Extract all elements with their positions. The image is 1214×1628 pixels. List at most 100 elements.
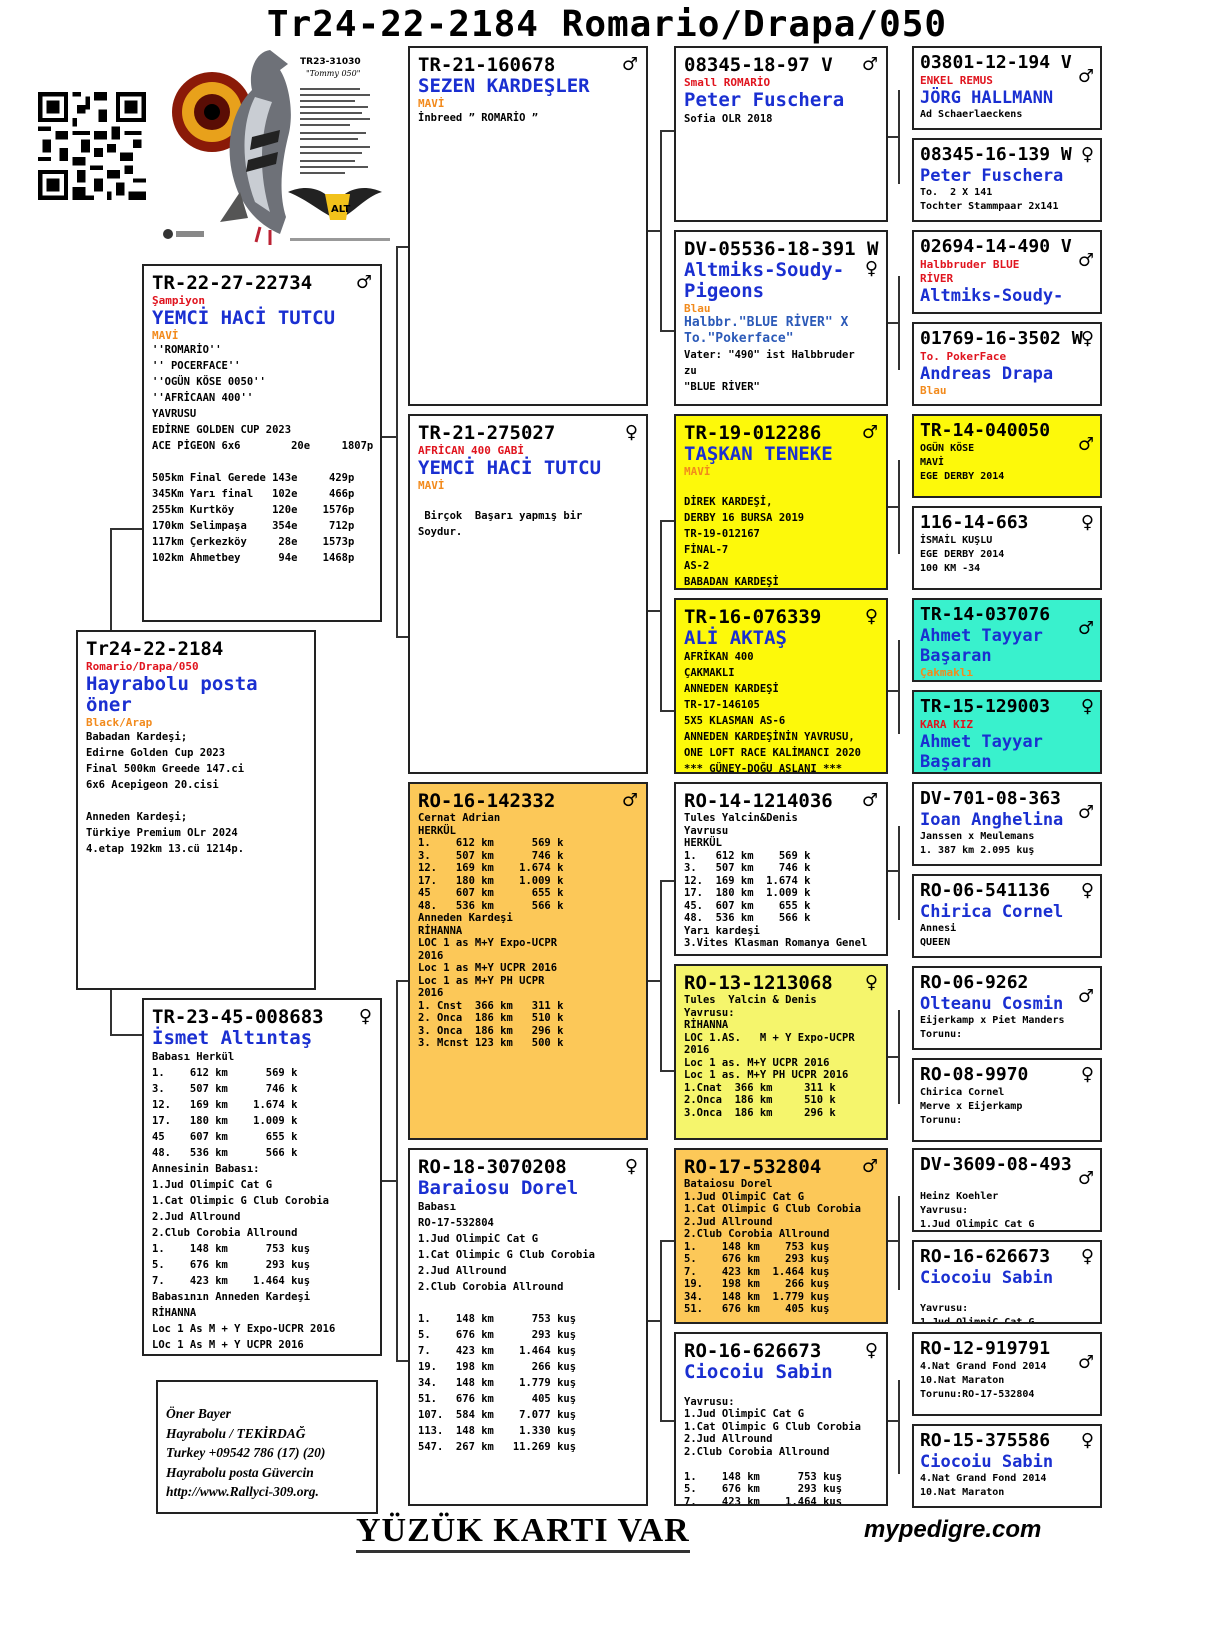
ring-number: RO-16-142332 (418, 790, 556, 812)
connector (886, 690, 900, 692)
female-icon: ♀ (1080, 144, 1094, 165)
male-icon: ♂ (621, 54, 638, 75)
pedigree-card-gen4: RO-12-919791♂4.Nat Grand Fond 2014 10.Na… (912, 1332, 1102, 1416)
pedigree-card-dd: RO-18-3070208 ♀ Baraiosu Dorel Babası RO… (408, 1148, 648, 1506)
connector (898, 1380, 900, 1474)
pedigree-card-subject: Tr24-22-2184 Romario/Drapa/050 Hayrabolu… (76, 630, 316, 990)
connector (396, 980, 410, 982)
female-icon: ♀ (864, 258, 878, 279)
owner-name: Ahmet Tayyar Başaran (920, 626, 1043, 666)
pigeon-label: ENKEL REMUS (920, 74, 993, 87)
connector (380, 1180, 398, 1182)
photo-name: "Tommy 050" (306, 69, 360, 78)
pigeon-color: Black/Arap (86, 716, 153, 729)
ring-number: RO-18-3070208 (418, 1156, 567, 1178)
pedigree-card-ds: RO-16-142332 ♂ Cernat Adrian HERKÜL 1. 6… (408, 782, 648, 1140)
pigeon-notes: Cernat Adrian HERKÜL 1. 612 km 569 k 3. … (418, 812, 564, 1049)
pedigree-card-sds: TR-19-012286 ♂ TAŞKAN TENEKE MAVİ DİREK … (674, 414, 888, 590)
ring-number: TR-14-040050 (920, 420, 1051, 441)
male-icon: ♂ (1077, 618, 1094, 639)
female-icon: ♀ (1080, 1064, 1094, 1085)
photo-ring: TR23-31030 (300, 57, 361, 67)
ring-number: TR-21-275027 (418, 422, 556, 444)
pigeon-notes: To. 2 X 141 Tochter Stammpaar 2x141 (920, 187, 1059, 212)
owner-name: İsmet Altıntaş (152, 1027, 313, 1049)
male-icon: ♂ (1077, 250, 1094, 271)
connector (886, 1056, 900, 1058)
connector (886, 506, 900, 508)
female-icon: ♀ (864, 1340, 878, 1361)
ring-number: TR-23-45-008683 (152, 1006, 324, 1028)
pigeon-label: Halbbruder BLUE RİVER (920, 258, 1020, 285)
connector (660, 330, 676, 332)
ring-number: Tr24-22-2184 (86, 638, 224, 660)
owner-name: Ahmet Tayyar Başaran (920, 732, 1043, 772)
female-icon: ♀ (624, 1156, 638, 1177)
pigeon-notes: Tules Yalcin & Denis Yavrusu: RİHANNA LO… (684, 994, 855, 1119)
connector (660, 880, 662, 1070)
owner-name: YEMCİ HACİ TUTCU (152, 307, 336, 329)
connector (898, 640, 900, 734)
owner-name: Ciocoiu Sabin (920, 1268, 1054, 1288)
owner-name: Ioan Anghelina (920, 810, 1064, 830)
pedigree-card-sd: TR-21-275027 ♀ AFRİCAN 400 GABİ YEMCİ HA… (408, 414, 648, 774)
connector (660, 1420, 676, 1422)
connector (646, 1320, 662, 1322)
connector (886, 136, 900, 138)
page-title: Tr24-22-2184 Romario/Drapa/050 (266, 4, 948, 45)
pigeon-notes: AFRİKAN 400 ÇAKMAKLI ANNEDEN KARDEŞİ TR-… (684, 651, 862, 774)
pigeon-label: Small ROMARİO (684, 76, 771, 89)
male-icon: ♂ (1077, 66, 1094, 87)
female-icon: ♀ (1080, 328, 1094, 349)
connector (660, 1240, 662, 1420)
contact-website[interactable]: http://www.Rallyci-309.org. (166, 1484, 319, 1499)
pigeon-color: MAVİ (152, 329, 179, 342)
pedigree-card-gen4: DV-3609-08-493♂ Heinz Koehler Yavrusu: 1… (912, 1148, 1102, 1232)
pigeon-notes: ''ROMARİO'' '' POCERFACE'' ''OGÜN KÖSE 0… (152, 344, 374, 564)
owner-name: YEMCİ HACİ TUTCU (418, 457, 602, 479)
pedigree-card-sdd: TR-16-076339 ♀ ALİ AKTAŞ AFRİKAN 400 ÇAK… (674, 598, 888, 774)
pigeon-notes: Eijerkamp x Piet Manders Torunu: (920, 1015, 1065, 1040)
connector (646, 980, 662, 982)
site-logo[interactable]: mypedigre.com (864, 1516, 1042, 1543)
ring-number: RO-08-9970 (920, 1064, 1029, 1085)
connector (660, 520, 662, 710)
connector (886, 322, 900, 324)
pigeon-photo: TR23-31030 "Tommy 050" ALT (160, 42, 392, 252)
connector (886, 1420, 900, 1422)
male-icon: ♂ (1077, 434, 1094, 455)
male-icon: ♂ (1077, 1352, 1094, 1373)
pedigree-card-dam: TR-23-45-008683 ♀ İsmet Altıntaş Babası … (142, 998, 382, 1356)
contact-phone: Turkey +09542 786 (17) (20) (166, 1445, 326, 1460)
pedigree-card-sire: TR-22-27-22734 ♂ Şampiyon YEMCİ HACİ TUT… (142, 264, 382, 622)
ring-number: RO-14-1214036 (684, 790, 833, 812)
connector (886, 870, 900, 872)
pedigree-card-ddd: RO-16-626673 ♀ Ciocoiu Sabin Yavrusu: 1.… (674, 1332, 888, 1506)
connector (646, 610, 662, 612)
connector (898, 1196, 900, 1290)
pigeon-notes: Heinz Koehler Yavrusu: 1.Jud OlimpiC Cat… (920, 1191, 1035, 1230)
ring-number: DV-3609-08-493 (920, 1154, 1072, 1175)
pigeon-color: Çakmaklı (920, 666, 973, 679)
pigeon-notes: Babası Herkül 1. 612 km 569 k 3. 507 km … (152, 1051, 336, 1351)
pigeon-label: To. PokerFace (920, 350, 1007, 363)
connector (660, 710, 676, 712)
connector (886, 1240, 900, 1242)
female-icon: ♀ (1080, 696, 1094, 717)
owner-name: ALİ AKTAŞ (684, 627, 787, 649)
pigeon-note: Halbbr."BLUE RİVER" X To."Pokerface" (684, 315, 849, 346)
female-icon: ♀ (1080, 512, 1094, 533)
connector (396, 636, 410, 638)
pigeon-label: AFRİCAN 400 GABİ (418, 444, 524, 457)
connector (396, 246, 410, 248)
ring-number: TR-22-27-22734 (152, 272, 313, 294)
pedigree-card-gen4: 116-14-663♀İSMAİL KUŞLU EGE DERBY 2014 1… (912, 506, 1102, 590)
owner-name: JÖRG HALLMANN (920, 88, 1054, 108)
ring-number: 01769-16-3502 W (920, 328, 1083, 349)
owner-name: SEZEN KARDEŞLER (418, 75, 590, 97)
